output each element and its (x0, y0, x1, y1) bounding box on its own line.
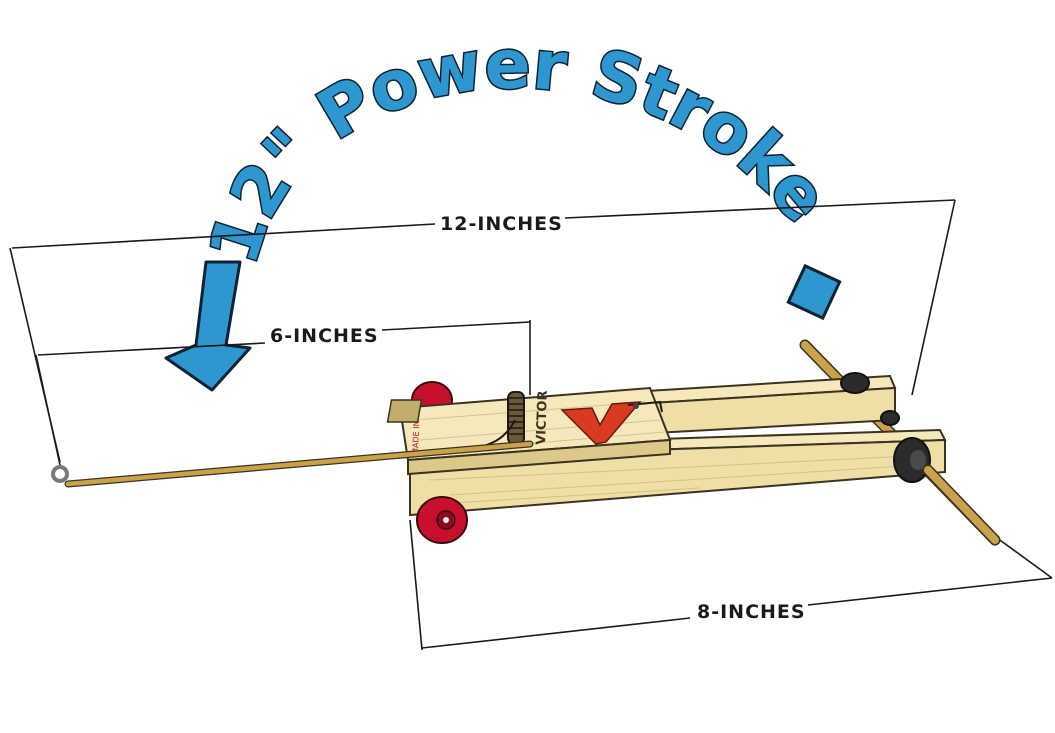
dimension-12-inches: 12-INCHES (9, 199, 956, 463)
title-period (786, 263, 842, 321)
title-group: 12" Power Stroke (193, 24, 845, 321)
front-wheel-near (416, 496, 468, 544)
label-12-inches: 12-INCHES (440, 213, 563, 235)
trap-brand-label: VICTOR (534, 390, 551, 445)
victor-v-logo (560, 401, 642, 445)
near-axle-bushing (893, 437, 931, 483)
mousetrap: VICTOR MADE IN USA (386, 386, 672, 476)
title-text: 12" Power Stroke (193, 24, 845, 274)
trap-spring (507, 391, 525, 445)
curved-arrow-down-icon (164, 260, 252, 392)
trap-side-label: MADE IN USA (411, 401, 422, 455)
trap-bait-plate (386, 399, 423, 423)
dimension-6-inches: 6-INCHES (35, 320, 531, 466)
title-power-stroke: 12" Power Stroke (195, 25, 844, 272)
dimension-8-inches: 8-INCHES (409, 519, 1053, 651)
far-axle-bushing (840, 372, 900, 426)
eye-hook-icon (51, 465, 69, 483)
rear-axle-front-segment (922, 464, 1001, 546)
label-8-inches: 8-INCHES (697, 601, 806, 623)
lever-arm (51, 440, 534, 488)
label-6-inches: 6-INCHES (270, 325, 379, 347)
